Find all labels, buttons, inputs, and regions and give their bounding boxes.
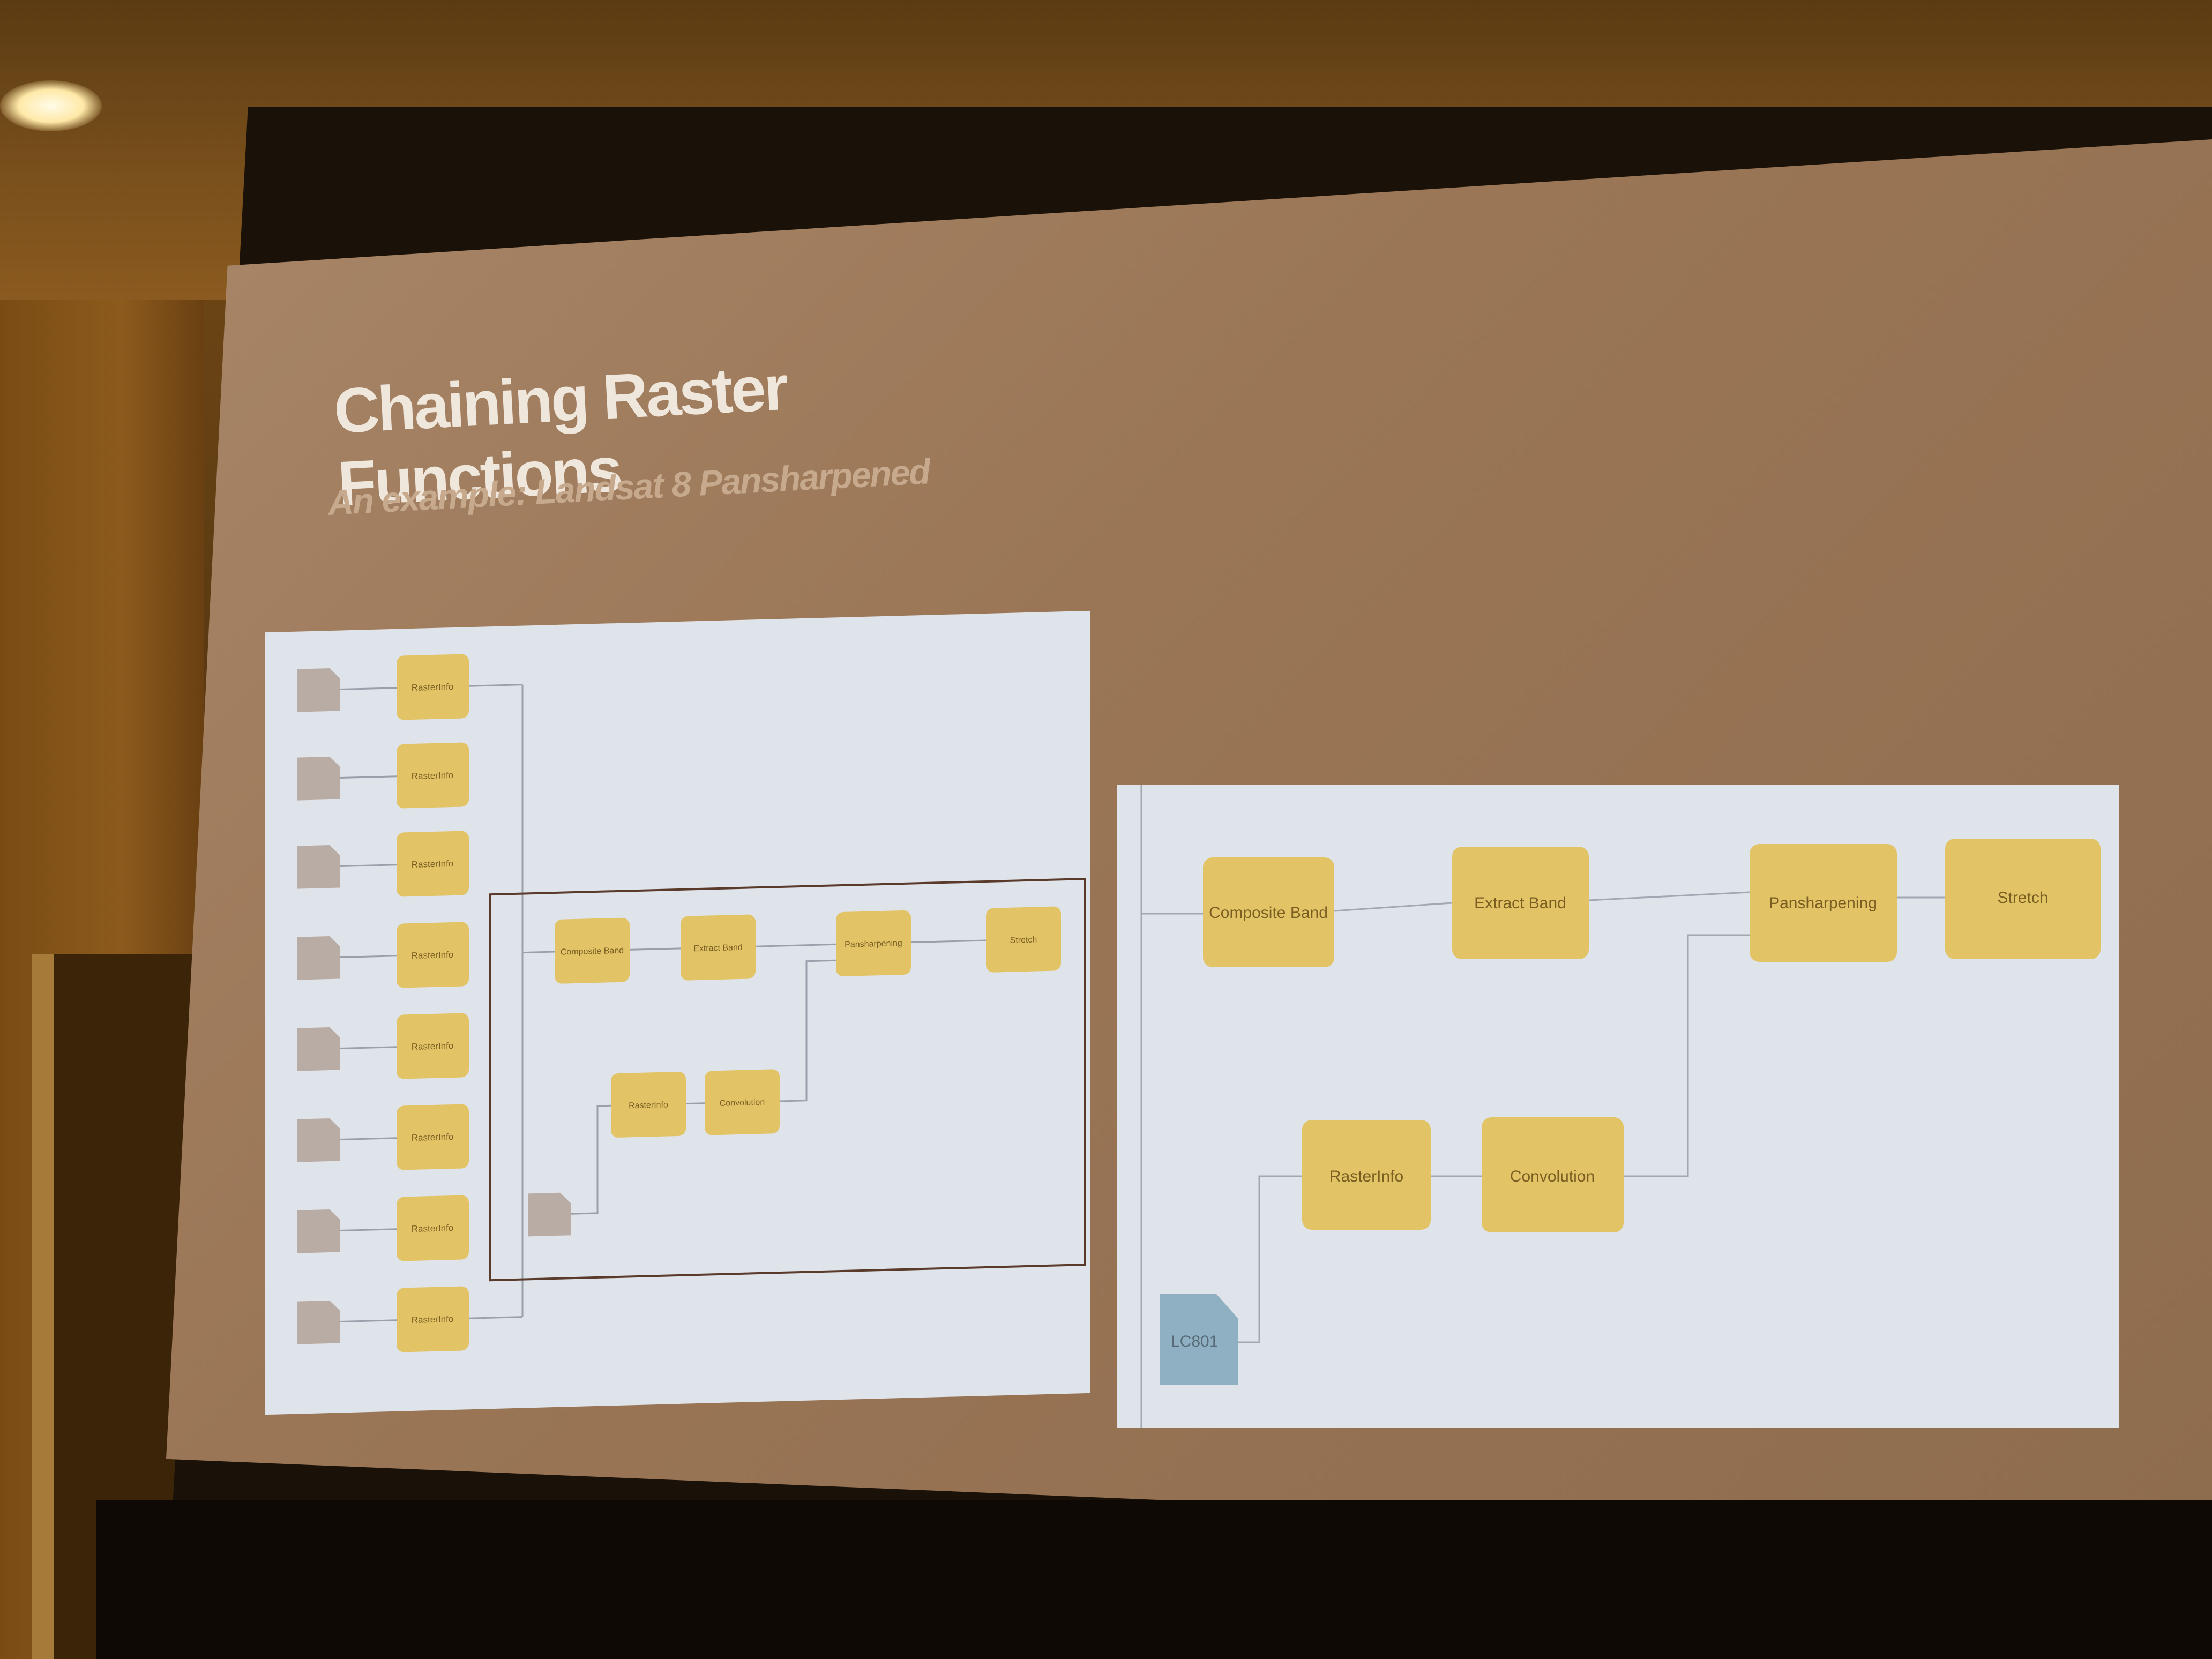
node-label: Convolution <box>1510 1168 1595 1185</box>
node-label: RasterInfo <box>412 1314 453 1325</box>
node-label: Stretch <box>1997 889 2048 907</box>
rasterinfo-node: RasterInfo <box>397 742 469 809</box>
rasterinfo-node: RasterInfo <box>397 1195 469 1261</box>
rasterinfo-node: RasterInfo <box>397 922 469 988</box>
node-label: Convolution <box>720 1098 765 1108</box>
rasterinfo-node: RasterInfo <box>397 831 469 897</box>
source-node <box>297 1209 340 1253</box>
source-node <box>297 845 340 889</box>
node-label: Composite Band <box>1209 904 1328 922</box>
stretch-node: Stretch <box>1945 839 2101 959</box>
rasterinfo-node: RasterInfo <box>397 1104 469 1170</box>
right-pan-chain: RasterInfo Convolution <box>1302 1117 1624 1232</box>
source-node <box>528 1192 571 1237</box>
rasterinfo-node: RasterInfo <box>611 1071 686 1138</box>
source-node <box>297 668 340 712</box>
source-node <box>297 757 340 801</box>
source-node <box>297 1118 340 1162</box>
node-label: RasterInfo <box>412 858 453 870</box>
left-diagram-panel: RasterInfo RasterInfo RasterInfo RasterI… <box>265 610 1090 1415</box>
node-label: Extract Band <box>693 943 743 953</box>
composite-band-node: Composite Band <box>555 917 630 984</box>
convolution-node: Convolution <box>1482 1117 1624 1232</box>
right-connectors <box>1140 785 1945 1428</box>
zoom-highlight-box <box>489 878 1086 1282</box>
left-main-chain: Composite Band Extract Band Pansharpenin… <box>555 906 1061 984</box>
pansharpening-node: Pansharpening <box>1750 844 1897 962</box>
node-label: RasterInfo <box>412 950 453 961</box>
node-label: Composite Band <box>561 946 624 957</box>
node-label: Pansharpening <box>845 939 902 950</box>
rasterinfo-node: RasterInfo <box>397 654 469 720</box>
right-diagram: Composite Band Extract Band Pansharpenin… <box>1140 785 2101 1428</box>
node-label: RasterInfo <box>412 770 453 781</box>
lc801-source-node: LC801 <box>1160 1294 1238 1385</box>
source-nodes-gray <box>297 668 571 1344</box>
extract-band-node: Extract Band <box>1452 847 1589 959</box>
left-pan-chain: RasterInfo Convolution <box>611 1069 780 1138</box>
extract-band-node: Extract Band <box>681 914 756 981</box>
node-label: RasterInfo <box>412 1223 453 1234</box>
node-label: Stretch <box>1010 935 1037 945</box>
stretch-node: Stretch <box>986 906 1061 973</box>
rasterinfo-node: RasterInfo <box>397 1013 469 1079</box>
source-node <box>297 1301 340 1344</box>
source-label: LC801 <box>1171 1333 1218 1350</box>
composite-band-node: Composite Band <box>1203 857 1334 967</box>
right-diagram-panel: Composite Band Extract Band Pansharpenin… <box>1117 785 2119 1428</box>
right-main-chain: Composite Band Extract Band Pansharpenin… <box>1203 839 2101 967</box>
node-label: RasterInfo <box>412 682 453 693</box>
rasterinfo-node: RasterInfo <box>1302 1120 1431 1230</box>
node-label: RasterInfo <box>1329 1168 1403 1185</box>
convolution-node: Convolution <box>705 1069 780 1135</box>
node-label: RasterInfo <box>412 1132 453 1143</box>
node-label: Pansharpening <box>1769 894 1877 912</box>
stage-skirt <box>96 1500 2212 1659</box>
source-node <box>297 936 340 980</box>
left-diagram: RasterInfo RasterInfo RasterInfo RasterI… <box>297 654 1086 1352</box>
pansharpening-node: Pansharpening <box>836 910 911 976</box>
node-label: RasterInfo <box>412 1041 453 1052</box>
source-node <box>297 1027 340 1071</box>
rasterinfo-column: RasterInfo RasterInfo RasterInfo RasterI… <box>397 654 469 1352</box>
node-label: RasterInfo <box>629 1100 668 1110</box>
ceiling-light <box>0 80 102 131</box>
node-label: Extract Band <box>1474 894 1566 912</box>
rasterinfo-node: RasterInfo <box>397 1286 469 1352</box>
left-connectors <box>340 684 986 1322</box>
